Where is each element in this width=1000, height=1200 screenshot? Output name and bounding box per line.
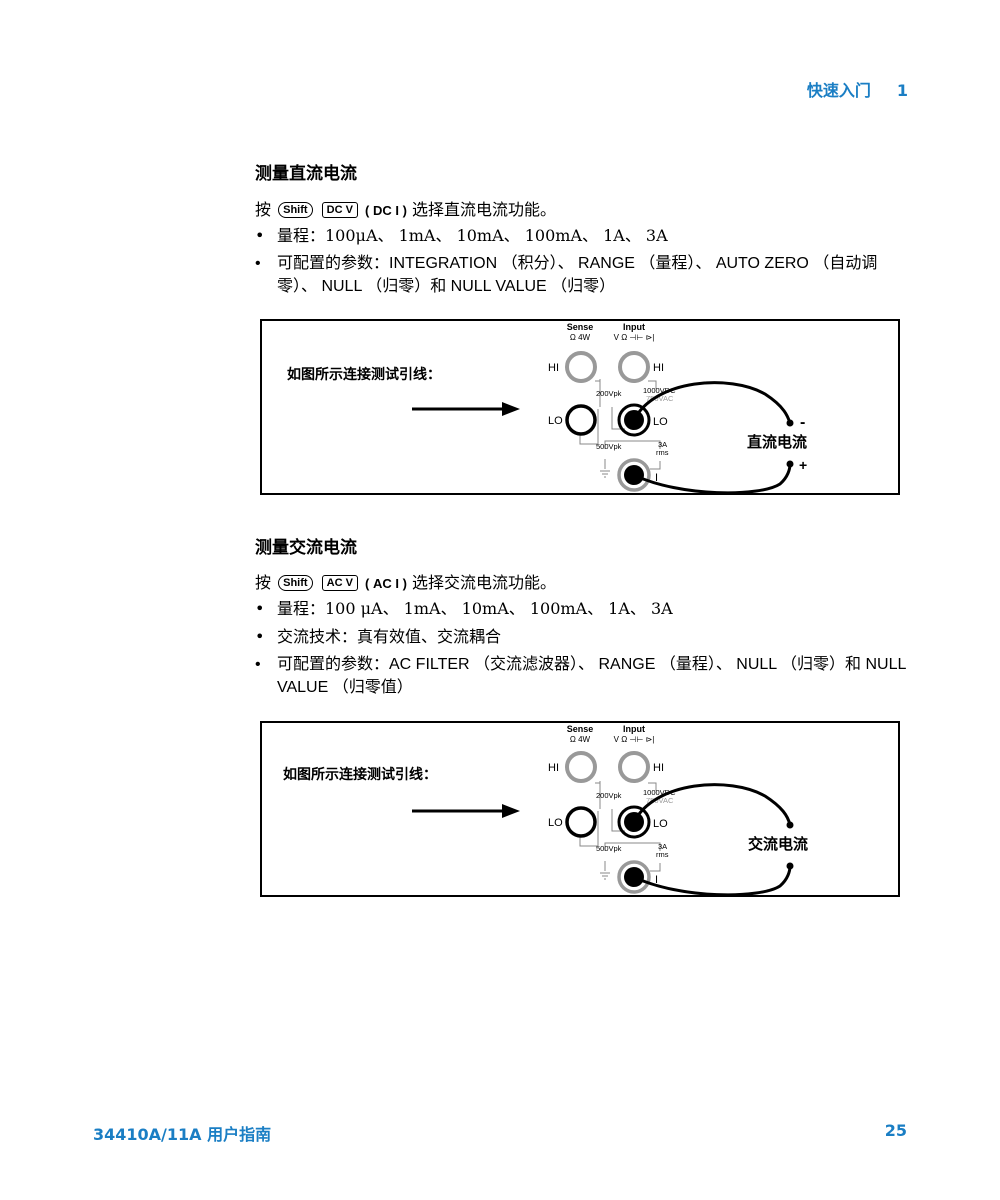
ac-instruction: 按 Shift AC V ( AC I ) 选择交流电流功能。 — [255, 569, 556, 593]
hi-label: HI — [548, 362, 559, 374]
input-label: Input — [623, 322, 645, 332]
lead-wire-black — [632, 381, 792, 424]
sense-label: Sense — [567, 322, 594, 332]
v1000-label: 1000VDC — [643, 788, 676, 797]
a3-label: 3A — [658, 440, 667, 449]
list-item: 交流技术：真有效值、交流耦合 — [255, 625, 915, 648]
v750-label: 750VAC — [646, 394, 674, 403]
lead-wire-1 — [632, 783, 792, 826]
shift-key: Shift — [278, 575, 313, 591]
lo-label: LO — [548, 817, 563, 829]
diagram-instruction: 如图所示连接测试引线： — [287, 366, 441, 382]
plus-sign: + — [799, 457, 807, 473]
diagram-instruction: 如图所示连接测试引线： — [283, 766, 437, 782]
dcv-key: DC V — [321, 202, 358, 218]
press-text: 按 — [255, 200, 272, 219]
hi-label: HI — [653, 762, 664, 774]
v200-label: 200Vpk — [596, 389, 622, 398]
chapter-title: 快速入门 — [806, 81, 871, 100]
sense-hi-terminal — [565, 351, 597, 383]
lo-label: LO — [653, 416, 668, 428]
dc-connection-diagram: 如图所示连接测试引线： Sense Ω 4W Input V Ω ⊣⊢ ⊳| H… — [260, 319, 900, 495]
v750-label: 750VAC — [646, 796, 674, 805]
i-label: I — [655, 472, 658, 484]
ac-connection-diagram: 如图所示连接测试引线： Sense Ω 4W Input V Ω ⊣⊢ ⊳| H… — [260, 721, 900, 897]
shift-key: Shift — [278, 202, 313, 218]
ac-bullets: 量程：100 μA、 1mA、 10mA、 100mA、 1A、 3A 交流技术… — [255, 597, 915, 704]
v500-label: 500Vpk — [596, 442, 622, 451]
hi-label: HI — [653, 362, 664, 374]
chapter-number: 1 — [896, 81, 908, 100]
v200-label: 200Vpk — [596, 791, 622, 800]
list-item: 量程：100μA、 1mA、 10mA、 100mA、 1A、 3A — [255, 224, 915, 247]
sense-label: Sense — [567, 724, 594, 734]
hi-label: HI — [548, 762, 559, 774]
section-title-ac: 测量交流电流 — [255, 538, 357, 558]
footer-page-number: 25 — [884, 1121, 907, 1140]
footer-manual-title: 34410A/11A 用户指南 — [93, 1125, 272, 1144]
a3-label: 3A — [658, 842, 667, 851]
sense-sub: Ω 4W — [570, 333, 591, 342]
lo-label: LO — [653, 818, 668, 830]
sense-lo-terminal — [565, 404, 597, 436]
minus-sign: - — [800, 414, 805, 431]
arrow-icon — [412, 402, 520, 416]
action-text: 选择交流电流功能。 — [412, 573, 557, 592]
input-sub: V Ω ⊣⊢ ⊳| — [614, 333, 655, 342]
aci-label: ( AC I ) — [365, 576, 407, 591]
dci-label: ( DC I ) — [365, 203, 407, 218]
list-item: 可配置的参数：INTEGRATION （积分）、 RANGE （量程）、 AUT… — [255, 252, 915, 298]
i-label: I — [655, 874, 658, 886]
v500-label: 500Vpk — [596, 844, 622, 853]
rms-label: rms — [656, 850, 669, 859]
dc-bullets: 量程：100μA、 1mA、 10mA、 100mA、 1A、 3A 可配置的参… — [255, 224, 915, 303]
input-hi-terminal — [618, 751, 650, 783]
sense-hi-terminal — [565, 751, 597, 783]
lo-label: LO — [548, 415, 563, 427]
section-title-dc: 测量直流电流 — [255, 164, 357, 184]
input-label: Input — [623, 724, 645, 734]
running-header: 快速入门 1 — [781, 77, 908, 101]
press-text: 按 — [255, 573, 272, 592]
dc-instruction: 按 Shift DC V ( DC I ) 选择直流电流功能。 — [255, 196, 556, 220]
lead-wire-red — [633, 463, 792, 495]
action-text: 选择直流电流功能。 — [412, 200, 557, 219]
acv-key: AC V — [321, 575, 358, 591]
rms-label: rms — [656, 448, 669, 457]
list-item: 可配置的参数：AC FILTER （交流滤波器）、 RANGE （量程）、 NU… — [255, 653, 915, 699]
input-hi-terminal — [618, 351, 650, 383]
input-sub: V Ω ⊣⊢ ⊳| — [614, 735, 655, 744]
lead-label: 交流电流 — [748, 835, 808, 853]
arrow-icon — [412, 804, 520, 818]
lead-label: 直流电流 — [747, 433, 807, 451]
v1000-label: 1000VDC — [643, 386, 676, 395]
list-item: 量程：100 μA、 1mA、 10mA、 100mA、 1A、 3A — [255, 597, 915, 620]
sense-sub: Ω 4W — [570, 735, 591, 744]
lead-wire-2 — [633, 865, 792, 897]
sense-lo-terminal — [565, 806, 597, 838]
